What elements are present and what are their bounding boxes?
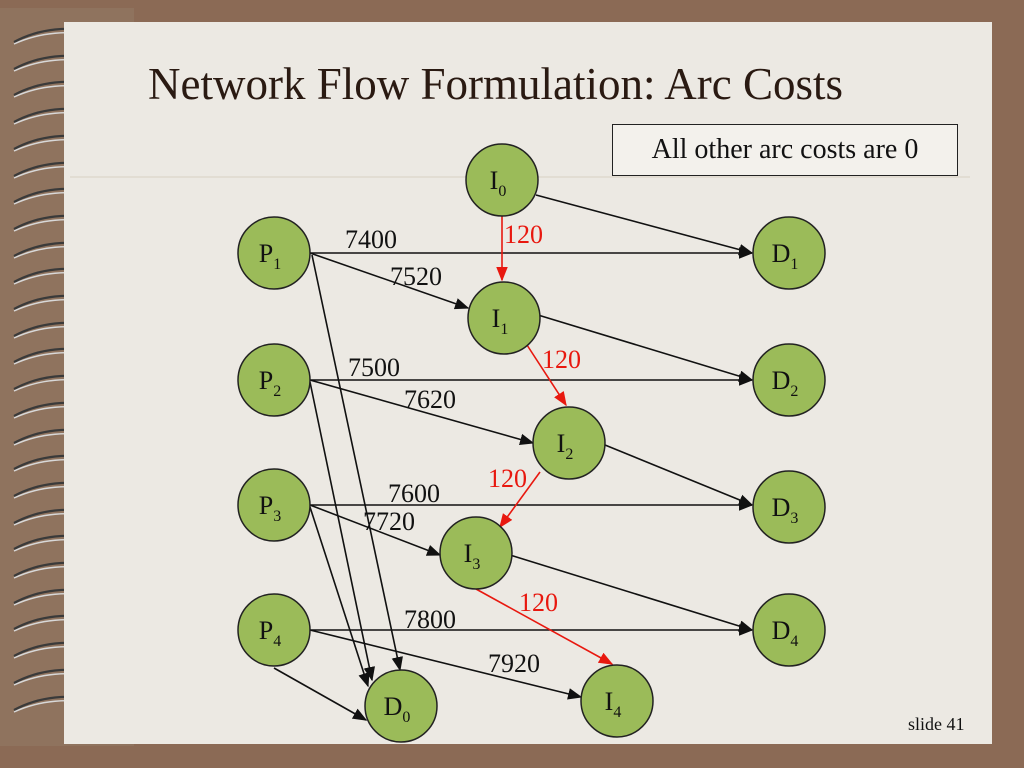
node-circle bbox=[237, 216, 311, 290]
node-circle bbox=[237, 343, 311, 417]
node-label: D4 bbox=[772, 616, 799, 650]
node-label: P4 bbox=[259, 616, 281, 650]
node-circle bbox=[752, 216, 826, 290]
arc-i0-d1 bbox=[535, 194, 754, 256]
node-p1: P1 bbox=[237, 216, 311, 290]
node-label: P3 bbox=[259, 491, 281, 525]
arc-p2-d0 bbox=[309, 381, 375, 682]
arc-cost-label: 120 bbox=[519, 588, 558, 617]
node-label: I0 bbox=[490, 166, 507, 200]
node-label: D3 bbox=[772, 493, 799, 527]
node-circle bbox=[237, 593, 311, 667]
arc-p1-i1 bbox=[309, 252, 470, 310]
arc-cost-label: 120 bbox=[488, 464, 527, 493]
page-title: Network Flow Formulation: Arc Costs bbox=[148, 59, 843, 109]
arc-cost-label: 7720 bbox=[363, 507, 415, 536]
node-circle bbox=[532, 406, 606, 480]
arc-p3-i3 bbox=[309, 504, 442, 556]
arc-cost-label: 7520 bbox=[390, 262, 442, 291]
node-d3: D3 bbox=[752, 470, 826, 544]
node-i4: I4 bbox=[580, 664, 654, 738]
arc-cost-label: 7600 bbox=[388, 479, 440, 508]
node-p3: P3 bbox=[237, 468, 311, 542]
node-label: I4 bbox=[605, 687, 622, 721]
node-circle bbox=[467, 281, 541, 355]
arc-p4-i4 bbox=[309, 629, 583, 700]
node-p2: P2 bbox=[237, 343, 311, 417]
node-label: P2 bbox=[259, 366, 281, 400]
arc-cost-label: 7500 bbox=[348, 353, 400, 382]
arc-i1-d2 bbox=[537, 314, 754, 382]
node-circle bbox=[237, 468, 311, 542]
node-i2: I2 bbox=[532, 406, 606, 480]
node-circle bbox=[752, 593, 826, 667]
node-d1: D1 bbox=[752, 216, 826, 290]
arc-i2-i3 bbox=[499, 471, 541, 529]
arc-cost-label: 7620 bbox=[404, 385, 456, 414]
node-circle bbox=[439, 516, 513, 590]
arc-i1-i2 bbox=[526, 344, 567, 407]
arc-cost-label: 7800 bbox=[404, 605, 456, 634]
arc-p2-i2 bbox=[309, 379, 535, 446]
node-circle bbox=[364, 669, 438, 743]
arc-i2-d3 bbox=[604, 444, 754, 506]
node-circle bbox=[465, 143, 539, 217]
arc-i3-d4 bbox=[509, 554, 754, 632]
arc-labels-layer: 7400752075007620760077207800792012012012… bbox=[345, 220, 581, 678]
node-label: D2 bbox=[772, 366, 799, 400]
arc-i3-i4 bbox=[475, 588, 614, 665]
node-label: I2 bbox=[557, 429, 574, 463]
node-d4: D4 bbox=[752, 593, 826, 667]
node-label: I1 bbox=[492, 304, 509, 338]
node-d0: D0 bbox=[364, 669, 438, 743]
node-circle bbox=[752, 470, 826, 544]
node-i0: I0 bbox=[465, 143, 539, 217]
node-label: I3 bbox=[464, 539, 481, 573]
slide-number: slide 41 bbox=[908, 714, 965, 734]
node-label: D0 bbox=[384, 692, 411, 726]
node-i1: I1 bbox=[467, 281, 541, 355]
arc-cost-label: 7400 bbox=[345, 225, 397, 254]
note-box: All other arc costs are 0 bbox=[612, 124, 958, 176]
node-i3: I3 bbox=[439, 516, 513, 590]
arc-p1-d0 bbox=[311, 254, 403, 672]
node-circle bbox=[580, 664, 654, 738]
node-label: P1 bbox=[259, 239, 281, 273]
arcs-layer bbox=[273, 194, 754, 721]
arc-cost-label: 120 bbox=[504, 220, 543, 249]
node-circle bbox=[752, 343, 826, 417]
arc-cost-label: 7920 bbox=[488, 649, 540, 678]
arc-p3-d0 bbox=[309, 506, 370, 688]
node-label: D1 bbox=[772, 239, 799, 273]
arc-p4-d0 bbox=[273, 667, 368, 721]
node-p4: P4 bbox=[237, 593, 311, 667]
node-d2: D2 bbox=[752, 343, 826, 417]
arc-cost-label: 120 bbox=[542, 345, 581, 374]
